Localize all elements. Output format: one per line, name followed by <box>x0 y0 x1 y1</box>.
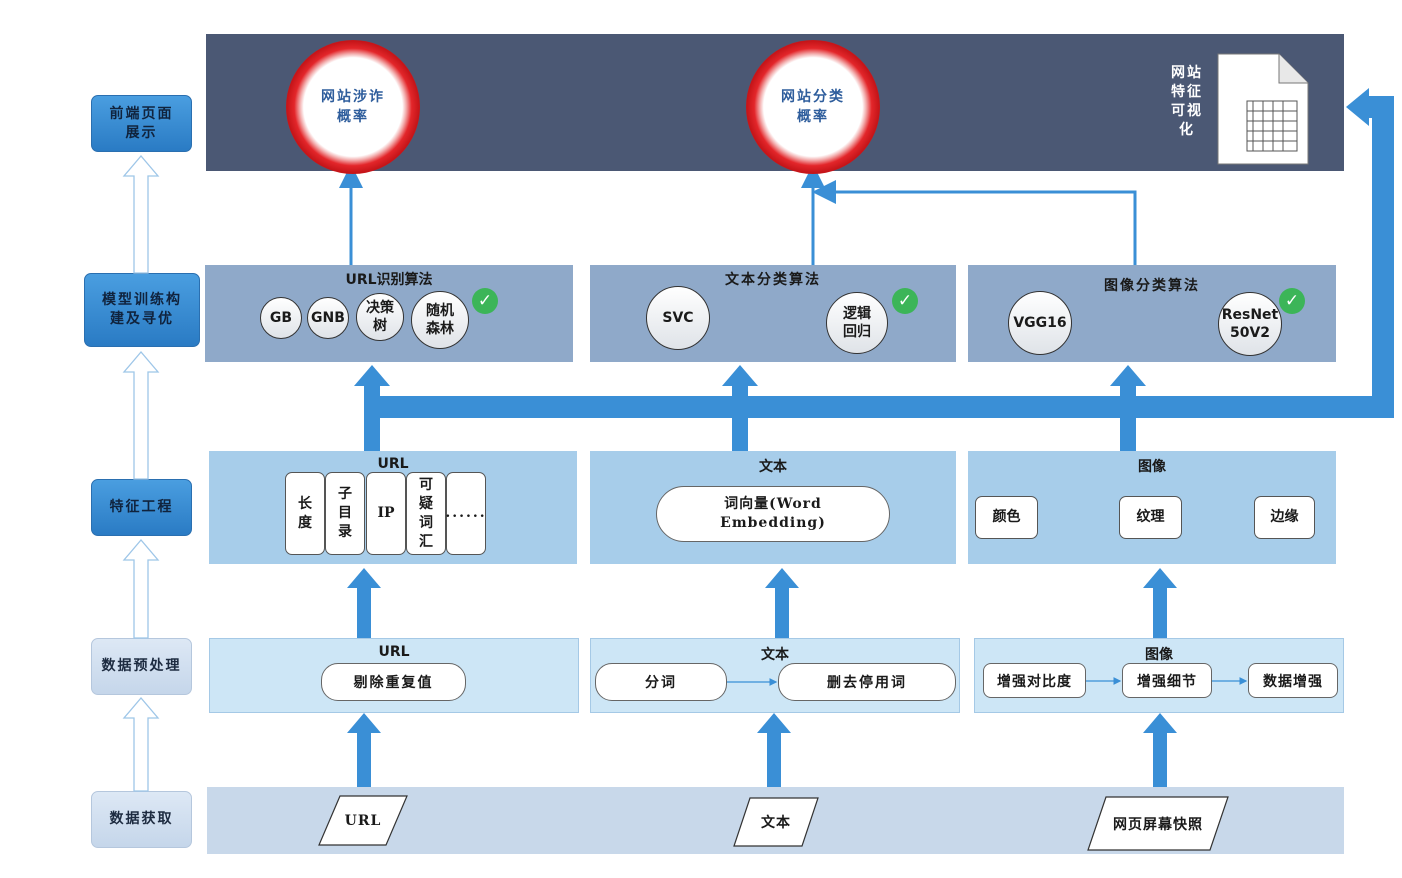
feature-bus <box>354 88 1394 451</box>
algo-vgg16: VGG16 <box>1008 291 1072 355</box>
stage-feature-label: 特征工程 <box>109 499 174 515</box>
stage-frontend-label: 前端页面展示 <box>109 105 174 141</box>
model-panel-image-title: 图像分类算法 <box>1104 278 1200 294</box>
stage-preprocess-label: 数据预处理 <box>101 658 182 674</box>
source-url: URL <box>344 812 382 829</box>
source-screenshot-shape <box>1087 796 1229 851</box>
preprocess-panel-text-title: 文本 <box>761 647 789 663</box>
stage-frontend: 前端页面展示 <box>91 95 192 152</box>
step-data-augmentation: 数据增强 <box>1248 663 1338 698</box>
feature-color: 颜色 <box>975 496 1038 539</box>
feature-edge: 边缘 <box>1254 496 1315 539</box>
spreadsheet-document-icon <box>1217 53 1309 165</box>
fraud-probability-label: 网站涉诈概率 <box>321 89 385 125</box>
preprocess-to-feature-arrows <box>347 568 1177 638</box>
model-panel-text-title: 文本分类算法 <box>725 272 821 288</box>
step-remove-stopwords: 删去停用词 <box>778 663 956 701</box>
step-tokenize: 分词 <box>595 663 727 701</box>
stage-model: 模型训练构建及寻优 <box>84 273 200 347</box>
feature-panel-url-title: URL <box>377 456 409 472</box>
step-remove-duplicates: 剔除重复值 <box>321 663 466 701</box>
algo-svc: SVC <box>646 286 710 350</box>
selected-check-icon: ✓ <box>1279 288 1305 314</box>
feature-length: 长度 <box>285 472 325 555</box>
feature-texture: 纹理 <box>1119 496 1182 539</box>
algo-logistic-regression: 逻辑回归 <box>826 292 888 354</box>
feature-suspicious-words: 可疑词汇 <box>406 472 446 555</box>
source-url-shape <box>318 795 408 846</box>
step-enhance-contrast: 增强对比度 <box>983 663 1086 698</box>
algo-random-forest: 随机森林 <box>411 291 469 349</box>
acquire-to-preprocess-arrows <box>347 713 1177 787</box>
stage-feature: 特征工程 <box>91 479 192 536</box>
algo-gb: GB <box>260 297 302 339</box>
model-to-top-arrows <box>339 164 1137 265</box>
feature-visualization-label: 网站特征可视化 <box>1171 65 1203 138</box>
stage-model-label: 模型训练构建及寻优 <box>102 292 182 327</box>
class-probability-label: 网站分类概率 <box>781 89 845 125</box>
feature-panel-image-title: 图像 <box>1138 459 1166 475</box>
feature-more: ...... <box>445 472 486 555</box>
feature-panel-text-title: 文本 <box>759 459 787 475</box>
preprocess-panel-image-title: 图像 <box>1145 647 1173 663</box>
feature-word-embedding: 词向量(Word Embedding) <box>656 486 890 542</box>
algo-resnet50v2: ResNet50V2 <box>1218 292 1282 356</box>
selected-check-icon: ✓ <box>892 288 918 314</box>
preprocess-panel-url-title: URL <box>378 644 410 660</box>
feature-subdirectory: 子目录 <box>325 472 365 555</box>
algo-decision-tree: 决策树 <box>356 293 404 341</box>
step-enhance-detail: 增强细节 <box>1122 663 1212 698</box>
source-text: 文本 <box>761 815 791 831</box>
stage-acquire-label: 数据获取 <box>109 811 174 827</box>
feature-ip: IP <box>366 472 406 555</box>
stage-flow-arrows <box>122 154 160 792</box>
algo-gnb: GNB <box>307 297 349 339</box>
selected-check-icon: ✓ <box>472 288 498 314</box>
source-text-shape <box>733 797 819 847</box>
class-probability-gauge: 网站分类概率 <box>746 40 880 174</box>
model-panel-url-title: URL识别算法 <box>345 272 433 288</box>
source-screenshot: 网页屏幕快照 <box>1113 816 1203 833</box>
fraud-probability-gauge: 网站涉诈概率 <box>286 40 420 174</box>
